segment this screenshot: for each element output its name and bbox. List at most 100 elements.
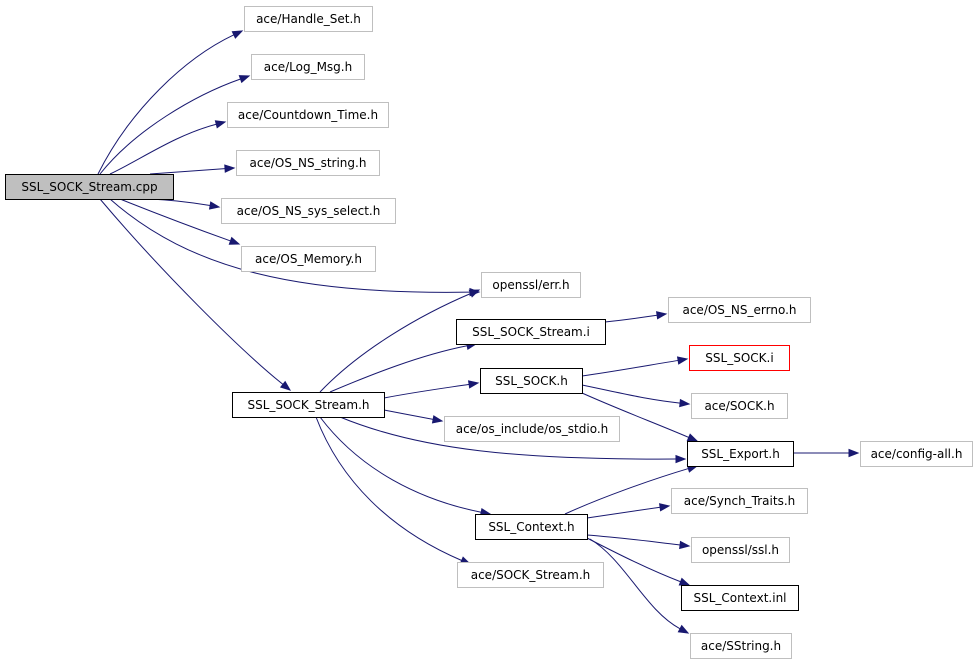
node-openssl-ssl[interactable]: openssl/ssl.h [691, 537, 790, 563]
arrowhead-icon [467, 380, 480, 389]
edge-root-to-os_ns_string [149, 164, 236, 175]
node-label: ace/os_include/os_stdio.h [456, 422, 609, 436]
node-box [457, 562, 604, 588]
edge-root-to-os_ns_sys_select [149, 198, 221, 210]
arrowhead-icon [655, 311, 668, 320]
edge-line [581, 384, 681, 404]
node-ssl-sock-h[interactable]: SSL_SOCK.h [480, 368, 583, 394]
edges-layer [97, 30, 860, 634]
edge-line [586, 506, 661, 519]
arrowhead-icon [676, 356, 689, 365]
arrowhead-icon [224, 164, 236, 173]
edge-line [586, 537, 681, 583]
node-os-ns-errno[interactable]: ace/OS_NS_errno.h [668, 297, 811, 323]
node-root[interactable]: SSL_SOCK_Stream.cpp [5, 174, 174, 200]
node-box [241, 246, 376, 272]
node-box [687, 441, 794, 467]
edge-line [319, 416, 482, 513]
node-box [691, 537, 790, 563]
node-ssl-context-inl[interactable]: SSL_Context.inl [681, 585, 799, 611]
edge-ssl_sock_stream_h-to-ssl_context_h [319, 416, 492, 517]
edge-line [581, 359, 679, 377]
node-box [251, 54, 365, 80]
node-box [232, 392, 385, 418]
node-label: SSL_Export.h [701, 447, 780, 461]
node-box [227, 102, 389, 128]
edge-line [109, 123, 217, 175]
node-box [671, 488, 808, 514]
node-log-msg[interactable]: ace/Log_Msg.h [251, 54, 365, 80]
node-synch-traits[interactable]: ace/Synch_Traits.h [671, 488, 808, 514]
arrowhead-icon [679, 398, 691, 408]
edge-line [97, 34, 235, 175]
arrowhead-icon [848, 448, 860, 458]
node-config-all[interactable]: ace/config-all.h [860, 441, 973, 467]
edge-ssl_sock_h-to-ssl_export [581, 392, 699, 442]
node-ace-sock-stream[interactable]: ace/SOCK_Stream.h [457, 562, 604, 588]
node-ace-sock[interactable]: ace/SOCK.h [691, 393, 788, 419]
edge-ssl_context_h-to-ace_sstring [589, 538, 690, 634]
node-os-ns-string[interactable]: ace/OS_NS_string.h [236, 150, 380, 176]
edge-root-to-log_msg [99, 75, 251, 175]
node-label: SSL_Context.h [488, 520, 574, 534]
node-label: openssl/err.h [492, 278, 569, 292]
edge-line [149, 168, 226, 175]
edge-line [586, 534, 681, 546]
edge-ssl_sock_h-to-ssl_sock_i [581, 356, 689, 377]
node-ssl-sock-i[interactable]: SSL_SOCK.i [689, 345, 790, 371]
edge-root-to-ssl_sock_stream_h [99, 198, 292, 391]
node-os-ns-sys-select[interactable]: ace/OS_NS_sys_select.h [221, 198, 396, 224]
node-label: ace/SString.h [701, 639, 781, 653]
node-label: ace/OS_NS_string.h [250, 156, 367, 170]
arrowhead-icon [468, 289, 481, 298]
node-box [456, 319, 606, 345]
node-label: ace/OS_NS_sys_select.h [237, 204, 381, 218]
node-label: ace/Handle_Set.h [256, 12, 361, 26]
node-label: SSL_SOCK_Stream.cpp [21, 180, 157, 194]
edge-line [315, 416, 462, 561]
edge-line [604, 314, 658, 323]
edge-line [109, 198, 471, 293]
node-handle-set[interactable]: ace/Handle_Set.h [244, 6, 373, 32]
edge-ssl_export-to-config_all [793, 448, 860, 458]
node-box [860, 441, 973, 467]
edge-line [339, 416, 677, 460]
edge-ssl_sock_stream_h-to-os_stdio [383, 409, 444, 424]
node-box [5, 174, 174, 200]
node-box [668, 297, 811, 323]
arrowhead-icon [678, 577, 691, 586]
node-label: SSL_SOCK_Stream.h [247, 398, 369, 412]
node-label: SSL_SOCK.h [495, 374, 568, 388]
arrowhead-icon [279, 380, 292, 391]
node-label: ace/OS_NS_errno.h [682, 303, 796, 317]
node-label: ace/Synch_Traits.h [684, 494, 795, 508]
edge-line [119, 198, 231, 242]
node-label: openssl/ssl.h [702, 543, 779, 557]
node-countdown-time[interactable]: ace/Countdown_Time.h [227, 102, 389, 128]
edge-line [329, 345, 468, 393]
node-os-stdio[interactable]: ace/os_include/os_stdio.h [444, 416, 620, 442]
edge-root-to-countdown_time [109, 120, 227, 175]
node-label: ace/config-all.h [871, 447, 963, 461]
node-label: ace/OS_Memory.h [255, 252, 362, 266]
node-ace-sstring[interactable]: ace/SString.h [690, 633, 792, 659]
edge-root-to-os_memory [119, 198, 241, 245]
node-box [475, 514, 588, 540]
edge-line [319, 293, 471, 393]
node-ssl-sock-stream-i[interactable]: SSL_SOCK_Stream.i [456, 319, 606, 345]
edge-ssl_sock_h-to-ace_sock [581, 384, 691, 408]
arrowhead-icon [238, 75, 251, 84]
node-ssl-context-h[interactable]: SSL_Context.h [475, 514, 588, 540]
node-os-memory[interactable]: ace/OS_Memory.h [241, 246, 376, 272]
node-ssl-export[interactable]: SSL_Export.h [687, 441, 794, 467]
node-box [480, 368, 583, 394]
arrowhead-icon [677, 624, 690, 634]
arrowhead-icon [214, 120, 227, 129]
arrowhead-icon [431, 415, 444, 424]
node-box [681, 585, 799, 611]
node-label: ace/Log_Msg.h [264, 60, 352, 74]
edge-root-to-handle_set [97, 30, 244, 175]
node-openssl-err[interactable]: openssl/err.h [481, 272, 581, 298]
node-ssl-sock-stream-h[interactable]: SSL_SOCK_Stream.h [232, 392, 385, 418]
node-box [481, 272, 581, 298]
